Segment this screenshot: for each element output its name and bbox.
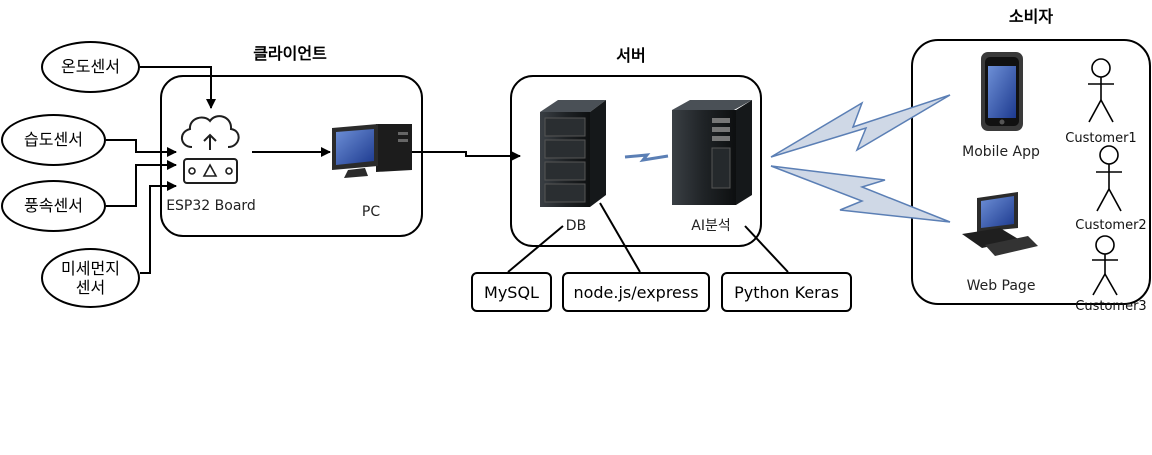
pc-icon: [332, 124, 412, 178]
tech-tag-mysql: MySQL: [471, 272, 552, 312]
sensor-wind-label: 풍속센서: [24, 196, 83, 216]
consumer-group-title: 소비자: [1008, 7, 1054, 26]
connector-dust: [140, 181, 177, 274]
wireless-link-web: [770, 165, 951, 223]
customer-2-label: Customer2: [1075, 218, 1147, 233]
sensor-dust: 미세먼지 센서: [41, 248, 140, 308]
sensor-humidity-label: 습도센서: [24, 130, 83, 150]
esp32-board-icon: [181, 115, 240, 184]
sensor-dust-label-line2: 센서: [75, 278, 106, 297]
tech-tag-node: node.js/express: [562, 272, 710, 312]
tech-keras-label: Python Keras: [734, 282, 839, 302]
consumer-group-box: [911, 39, 1151, 305]
pc-label: PC: [361, 204, 381, 220]
line-ai-keras: [744, 225, 789, 273]
sensor-humidity: 습도센서: [1, 114, 106, 166]
line-db-node: [599, 202, 641, 273]
sensor-wind: 풍속센서: [1, 180, 106, 232]
mobile-phone-icon: [981, 52, 1023, 131]
ai-label: AI분석: [691, 218, 731, 234]
customer-2-icon: [1096, 145, 1122, 212]
server-group-title: 서버: [616, 46, 646, 65]
db-server-icon: [540, 100, 606, 207]
tech-tag-keras: Python Keras: [721, 272, 852, 312]
tech-node-label: node.js/express: [573, 282, 699, 302]
tech-mysql-label: MySQL: [484, 282, 539, 302]
wireless-link-mobile: [770, 94, 951, 158]
sensor-dust-label-line1: 미세먼지: [61, 258, 120, 278]
connector-temperature: [140, 66, 216, 109]
esp32-label: ESP32 Board: [166, 198, 256, 214]
db-label: DB: [565, 218, 587, 234]
web-computer-icon: [962, 192, 1038, 256]
client-group-box: [160, 75, 423, 237]
ai-server-icon: [672, 100, 752, 205]
customer-1-icon: [1088, 58, 1114, 123]
connector-wind: [106, 160, 177, 207]
link-db-ai: [624, 153, 669, 163]
sensor-temperature: 온도센서: [41, 41, 140, 93]
web-page-label: Web Page: [966, 278, 1036, 294]
customer-3-icon: [1092, 235, 1118, 296]
mobile-app-label: Mobile App: [962, 144, 1040, 160]
server-group-box: [510, 75, 762, 247]
client-group-title: 클라이언트: [253, 44, 327, 63]
connector-pc-db: [412, 151, 521, 161]
sensor-temperature-label: 온도센서: [61, 57, 120, 77]
connector-humidity: [106, 139, 177, 157]
customer-1-label: Customer1: [1065, 131, 1137, 146]
customer-3-label: Customer3: [1075, 299, 1147, 314]
line-db-mysql: [507, 225, 564, 273]
